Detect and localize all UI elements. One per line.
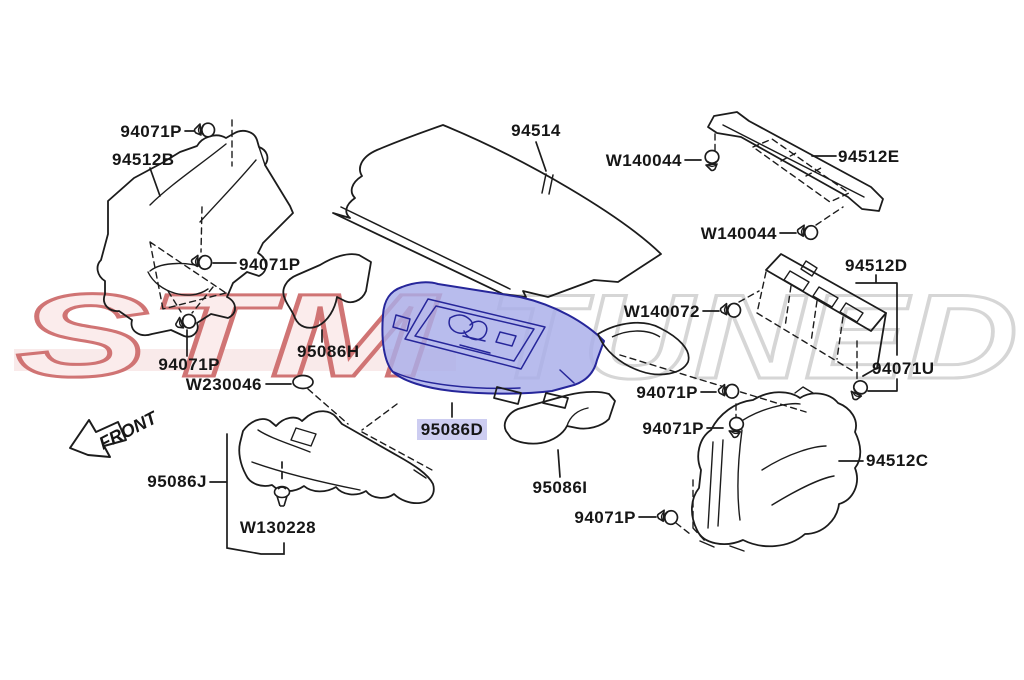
callout-w140044-lower: W140044 xyxy=(701,224,777,243)
callout-94071p-left-lower: 94071P xyxy=(158,355,220,374)
callout-w130228: W130228 xyxy=(240,518,316,537)
callout-94071p-left-mid: 94071P xyxy=(239,255,301,274)
part-95086i-mat-right xyxy=(503,390,616,445)
watermark-band xyxy=(14,349,456,371)
clip-icon xyxy=(704,149,720,172)
callout-94512e: 94512E xyxy=(838,147,900,166)
callout-94514: 94514 xyxy=(511,121,561,140)
hidden-lines xyxy=(738,271,858,381)
clip-icon xyxy=(189,252,214,271)
hidden-lines xyxy=(619,354,807,543)
front-arrow-icon xyxy=(69,419,127,458)
callout-labels: 94071P 94512B 94071P 94071P 95086H W2300… xyxy=(112,121,935,537)
fasteners xyxy=(173,122,871,527)
hidden-lines xyxy=(149,119,233,314)
mat-hook-mark xyxy=(541,173,554,195)
clip-icon xyxy=(193,122,216,138)
callout-w140072: W140072 xyxy=(624,302,700,321)
clip-icon xyxy=(795,222,820,242)
leader-lines xyxy=(149,130,898,555)
part-95086d-flap xyxy=(493,321,690,409)
callout-95086j: 95086J xyxy=(147,472,207,491)
callout-w230046: W230046 xyxy=(186,375,262,394)
callout-95086i: 95086I xyxy=(533,478,588,497)
callout-94512b: 94512B xyxy=(112,150,175,169)
callout-w140044-upper: W140044 xyxy=(606,151,682,170)
part-94512e-rail-trim xyxy=(707,111,884,226)
callout-94071p-bottom: 94071P xyxy=(574,508,636,527)
tool-tray-detail xyxy=(392,298,575,390)
part-95086h-mat-left xyxy=(282,253,372,329)
highlight-label-text: 95086D xyxy=(421,420,484,439)
grommet-icon xyxy=(292,374,314,390)
callout-94512d: 94512D xyxy=(845,256,908,275)
clip-icon xyxy=(655,507,680,527)
watermark-primary-text: STM xyxy=(16,270,441,402)
callout-94071p-right-mid: 94071P xyxy=(642,419,704,438)
highlight-part-outline xyxy=(381,281,605,395)
hidden-lines xyxy=(307,388,433,471)
highlight-label-bg xyxy=(417,419,487,440)
pin-clip-icon xyxy=(273,485,291,507)
callout-94071p-right-upper: 94071P xyxy=(636,383,698,402)
callout-94512c: 94512C xyxy=(866,451,929,470)
hidden-lines xyxy=(714,133,850,226)
callout-95086d-highlighted: 95086D xyxy=(417,419,487,440)
front-indicator: FRONT xyxy=(69,407,162,458)
part-95086d-highlighted xyxy=(381,281,605,395)
callout-94071u: 94071U xyxy=(872,359,935,378)
callout-94071p-top-left: 94071P xyxy=(120,122,182,141)
front-label: FRONT xyxy=(96,407,162,454)
callout-95086h: 95086H xyxy=(297,342,360,361)
part-95086j-floor-support xyxy=(238,388,435,505)
part-94514-trunk-mat xyxy=(332,124,662,298)
part-94512b-side-trim-left xyxy=(96,119,294,338)
part-94512d-rear-panel xyxy=(738,253,887,381)
